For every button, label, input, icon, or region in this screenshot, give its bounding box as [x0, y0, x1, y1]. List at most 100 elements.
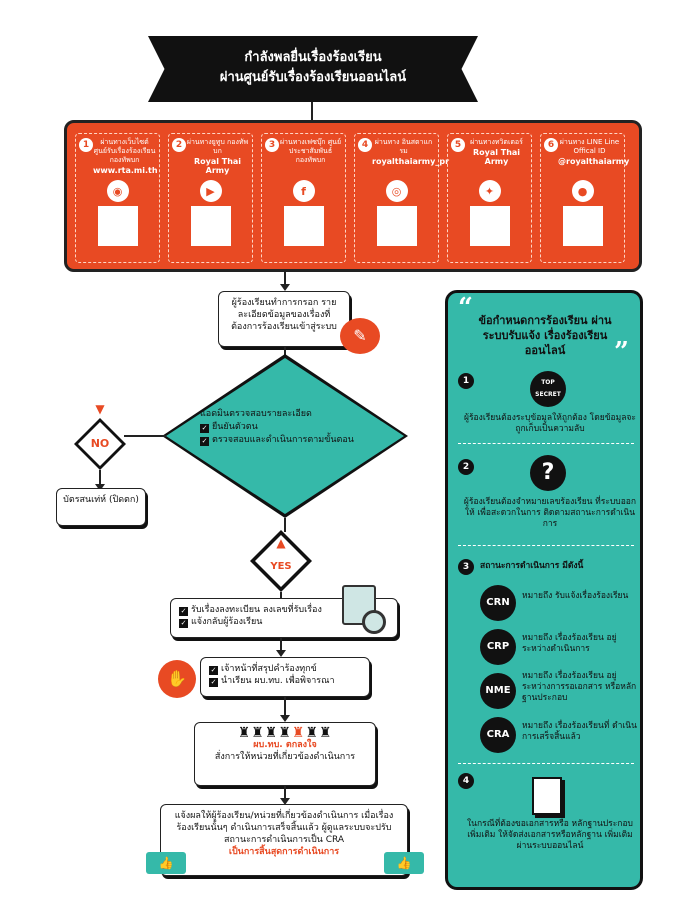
rules-panel: “ ” ข้อกำหนดการร้องเรียน ผ่านระบบรับแจ้ง…: [445, 290, 643, 890]
channel-5[interactable]: 5 ผ่านทางทวิตเตอร์Royal Thai Army ✦: [447, 133, 532, 263]
checkbox-icon: ✓: [179, 607, 188, 616]
divider: [458, 763, 634, 764]
channel-text: ผ่านทางยูทูบ กองทัพบก: [186, 138, 249, 155]
thumbs-up-icon: ▲: [276, 536, 286, 550]
arrow-down-icon: [280, 715, 290, 722]
youtube-icon: ▶: [199, 180, 222, 202]
arrow-down-icon: [280, 284, 290, 291]
title-line-1: กำลังพลยื่นเรื่องร้องเรียน: [244, 50, 382, 65]
channel-handle: Royal Thai Army: [472, 148, 521, 166]
channel-text: ผ่านทาง อินสตาแกรม: [374, 138, 433, 155]
connector: [311, 102, 313, 120]
channel-number: 1: [79, 138, 93, 152]
channel-3[interactable]: 3 ผ่านทางเฟซบุ๊ก ศูนย์ประชาสัมพันธ์ กองท…: [261, 133, 346, 263]
no-label: NO: [78, 422, 122, 466]
qr-code[interactable]: [469, 206, 510, 246]
status-desc-cra: หมายถึง เรื่องร้องเรียนที่ ดำเนินการเสร็…: [522, 721, 637, 742]
top-secret-icon: TOP SECRET: [530, 371, 566, 407]
web-logo-icon: ◉: [106, 180, 129, 202]
channel-number: 2: [172, 138, 186, 152]
thumbs-up-icon: 👍: [146, 852, 186, 874]
divider: [458, 545, 634, 546]
channel-number: 5: [451, 138, 465, 152]
connector: [124, 435, 166, 437]
channel-handle: royalthaiarmy_pr: [372, 157, 450, 166]
channel-number: 3: [265, 138, 279, 152]
thumbs-down-icon: ▼: [95, 402, 105, 416]
title-line-2: ผ่านศูนย์รับเรื่องร้องเรียนออนไลน์: [219, 70, 407, 85]
step3-item-2: นำเรียน ผบ.ทบ. เพื่อพิจารณา: [221, 676, 335, 686]
report-icon: ✋: [158, 660, 196, 698]
no-result-text: บัตรสนเท่ห์ (ปิดตก): [63, 495, 139, 505]
status-desc-nme: หมายถึง เรื่องร้องเรียน อยู่ระหว่างการรอ…: [522, 671, 637, 703]
step-summarize: ✓เจ้าหน้าที่สรุปคำร้องทุกข์ ✓นำเรียน ผบ.…: [200, 657, 370, 697]
admin-check-item-1: ยืนยันตัวตน: [212, 422, 258, 432]
channel-6[interactable]: 6 ผ่านทาง LINE Line Offical ID@royalthai…: [540, 133, 630, 263]
qr-code[interactable]: [283, 206, 324, 246]
channels-panel: 1 ผ่านทางเว็บไซต์ ศูนย์รับเรื่องร้องเรีย…: [64, 120, 642, 272]
qr-code[interactable]: [190, 206, 231, 246]
qr-code[interactable]: [562, 206, 603, 246]
line-icon: ●: [571, 180, 594, 202]
step1-text: ผู้ร้องเรียนทำการกรอก รายละเอียดข้อมูลขอ…: [231, 298, 337, 332]
thumbs-up-icon: 👍: [384, 852, 424, 874]
step-commander-decision: ♜♜♜♜♜♜♜ ผบ.ทบ. ตกลงใจ สั่งการให้หน่วยที่…: [194, 722, 376, 786]
admin-check-item-2: ตรวจสอบและดำเนินการตามขั้นตอน: [212, 435, 354, 445]
connector: [284, 347, 286, 357]
connector: [99, 470, 101, 486]
rule-2-text: ผู้ร้องเรียนต้องจำหมายเลขร้องเรียน ที่ระ…: [463, 497, 637, 529]
checkbox-icon: ✓: [209, 666, 218, 675]
channel-handle: @royalthaiarmy: [558, 157, 630, 166]
rule-3-title: สถานะการดำเนินการ มีดังนี้: [480, 561, 584, 571]
status-badge-cra: CRA: [480, 717, 516, 753]
form-icon: ✎: [340, 318, 380, 354]
admin-check-title: แอดมินตรวจสอบรายละเอียด: [200, 409, 312, 419]
channel-1[interactable]: 1 ผ่านทางเว็บไซต์ ศูนย์รับเรื่องร้องเรีย…: [75, 133, 160, 263]
anonymous-letter-box: บัตรสนเท่ห์ (ปิดตก): [56, 488, 146, 526]
checkbox-icon: ✓: [209, 678, 218, 687]
rule-number-1: 1: [458, 373, 474, 389]
connector: [280, 638, 282, 652]
step3-item-1: เจ้าหน้าที่สรุปคำร้องทุกข์: [221, 664, 317, 674]
people-icon: ♜♜♜♜♜♜♜: [237, 725, 333, 741]
connector: [284, 272, 286, 286]
connector: [284, 697, 286, 717]
status-badge-crp: CRP: [480, 629, 516, 665]
rule-number-2: 2: [458, 459, 474, 475]
arrow-down-icon: [95, 484, 105, 491]
step-notify-result: แจ้งผลให้ผู้ร้องเรียน/หน่วยที่เกี่ยวข้อง…: [160, 804, 408, 876]
rule-number-3: 3: [458, 559, 474, 575]
question-icon: ?: [530, 455, 566, 491]
status-desc-crn: หมายถึง รับแจ้งเรื่องร้องเรียน: [522, 591, 629, 601]
checkbox-icon: ✓: [200, 424, 209, 433]
divider: [458, 443, 634, 444]
instagram-icon: ◎: [385, 180, 408, 202]
magnifier-icon: [362, 610, 386, 634]
rules-title: ข้อกำหนดการร้องเรียน ผ่านระบบรับแจ้ง เรื…: [478, 314, 612, 357]
qr-code[interactable]: [97, 206, 138, 246]
step4-red: ผบ.ทบ. ตกลงใจ: [253, 740, 317, 750]
arrow-down-icon: [280, 798, 290, 805]
step4-text: สั่งการให้หน่วยที่เกี่ยวข้องดำเนินการ: [214, 752, 356, 762]
status-desc-crp: หมายถึง เรื่องร้องเรียน อยู่ระหว่างดำเนิ…: [522, 633, 617, 654]
qr-code[interactable]: [376, 206, 417, 246]
checkbox-icon: ✓: [179, 619, 188, 628]
rule-4-text: ในกรณีที่ต้องขอเอกสารหรือ หลักฐานประกอบเ…: [467, 819, 633, 851]
channel-text: ผ่านทาง LINE Line Offical ID: [559, 138, 620, 155]
channel-handle: Royal Thai Army: [193, 157, 242, 175]
documents-icon: [532, 777, 562, 815]
rule-number-4: 4: [458, 773, 474, 789]
channel-text: ผ่านทางเฟซบุ๊ก ศูนย์ประชาสัมพันธ์ กองทัพ…: [279, 138, 342, 164]
arrow-down-icon: [276, 650, 286, 657]
connector: [280, 592, 282, 598]
admin-check-content: แอดมินตรวจสอบรายละเอียด ✓ยืนยันตัวตน ✓ตร…: [200, 408, 370, 447]
channel-text: ผ่านทางทวิตเตอร์: [470, 138, 523, 146]
status-badge-crn: CRN: [480, 585, 516, 621]
channel-2[interactable]: 2 ผ่านทางยูทูบ กองทัพบก Royal Thai Army ▶: [168, 133, 253, 263]
step-submit-complaint: ผู้ร้องเรียนทำการกรอก รายละเอียดข้อมูลขอ…: [218, 291, 350, 347]
step5-red: เป็นการสิ้นสุดการดำเนินการ: [228, 847, 340, 857]
checkbox-icon: ✓: [200, 437, 209, 446]
step2-item-1: รับเรื่องลงทะเบียน ลงเลขที่รับเรื่อง: [191, 605, 322, 615]
connector: [284, 786, 286, 800]
